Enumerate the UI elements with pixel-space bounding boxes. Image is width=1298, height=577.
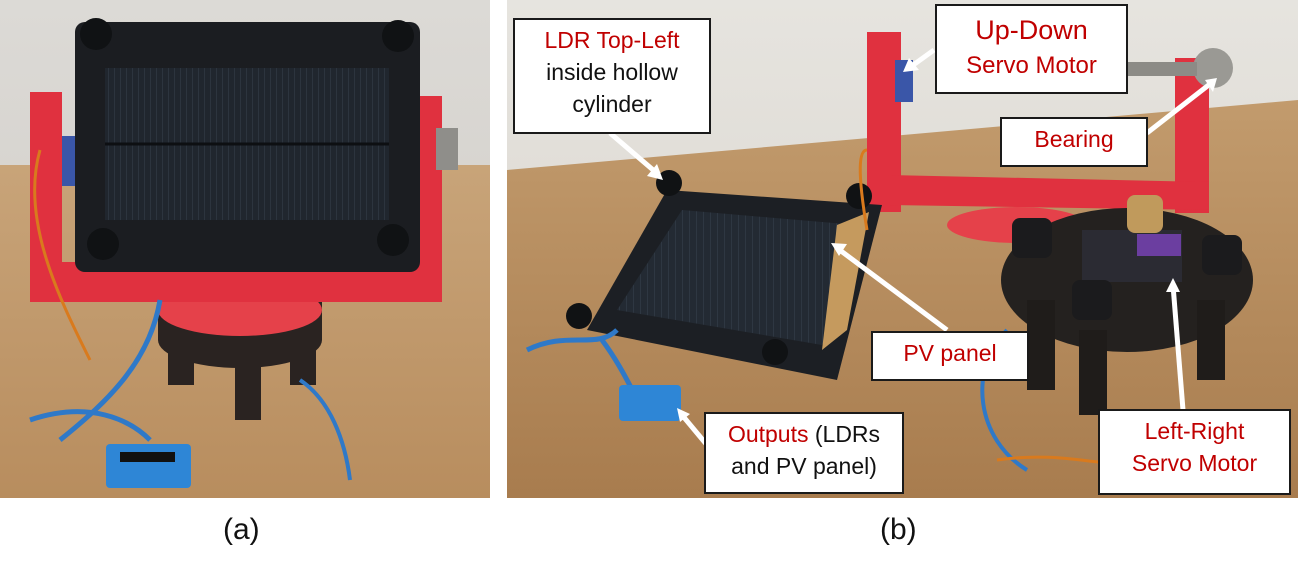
photo-a-solar-tracker-front: [0, 0, 490, 498]
pv-panel-label-text: PV panel: [903, 340, 997, 366]
ldr-label-line3: cylinder: [572, 91, 652, 117]
outputs-label-rest1: (LDRs: [808, 421, 881, 447]
outputs-label-line1: Outputs (LDRs: [712, 418, 896, 450]
outputs-label-line2: and PV panel): [731, 453, 877, 479]
up-down-servo-label: Up-Down Servo Motor: [935, 4, 1128, 94]
left-right-servo-label: Left-Right Servo Motor: [1098, 409, 1291, 495]
pv-panel-label: PV panel: [871, 331, 1029, 381]
caption-b: (b): [880, 513, 917, 546]
outputs-label-red: Outputs: [727, 421, 809, 447]
ldr-label-line2: inside hollow: [546, 59, 678, 85]
up-down-label-line1: Up-Down: [975, 15, 1088, 45]
outputs-label: Outputs (LDRs and PV panel): [704, 412, 904, 494]
left-right-label-line1: Left-Right: [1144, 418, 1245, 444]
ldr-top-left-label: LDR Top-Left inside hollow cylinder: [513, 18, 711, 134]
bearing-label: Bearing: [1000, 117, 1148, 167]
bearing-label-text: Bearing: [1034, 126, 1114, 152]
left-right-label-line2: Servo Motor: [1131, 450, 1258, 476]
up-down-label-line2: Servo Motor: [966, 52, 1097, 79]
ldr-label-title: LDR Top-Left: [544, 27, 680, 53]
caption-a: (a): [223, 513, 260, 546]
